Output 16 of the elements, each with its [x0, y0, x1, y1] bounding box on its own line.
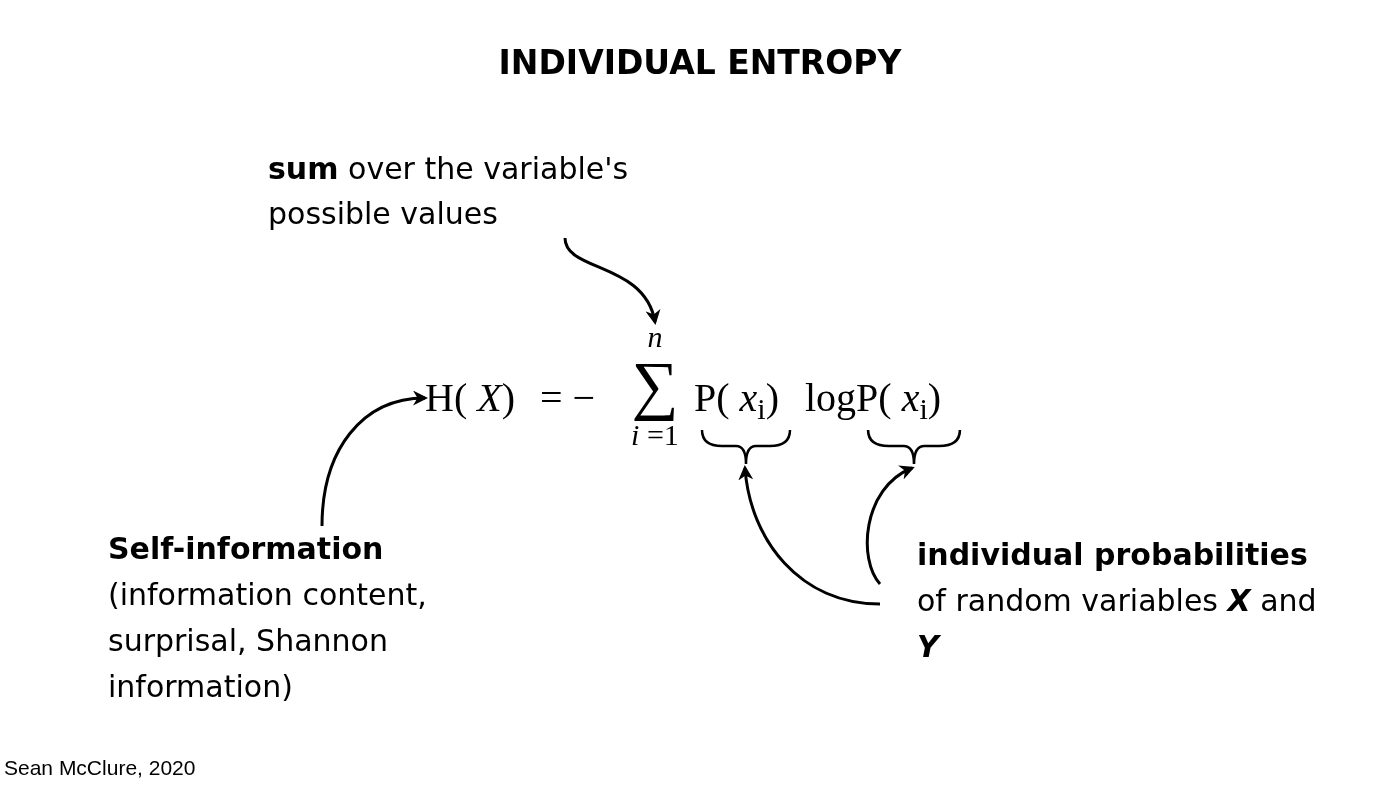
upper-limit: n [647, 322, 663, 352]
annotation-text: of random variables X and Y [917, 582, 1318, 666]
curved-arrow [739, 465, 881, 606]
formula-term: H( X) [425, 372, 533, 424]
credit-text: Sean McClure, 2020 [4, 755, 196, 781]
annotation-text: (information content, surprisal, Shannon information) [108, 576, 428, 706]
title: INDIVIDUAL ENTROPY [497, 42, 903, 84]
annotation-heading: Self-information [108, 530, 385, 568]
curved-arrow [563, 237, 659, 325]
annotation-text: sum over the variable's possible values [268, 146, 708, 238]
formula-term: P( x$_{i}$) [694, 374, 779, 424]
formula-term: = − [540, 374, 596, 422]
annotation-heading: individual probabilities [917, 536, 1309, 574]
curved-arrow [320, 391, 428, 527]
curved-arrow [865, 466, 915, 585]
formula-term: logP( x$_{i}$) [805, 374, 942, 424]
